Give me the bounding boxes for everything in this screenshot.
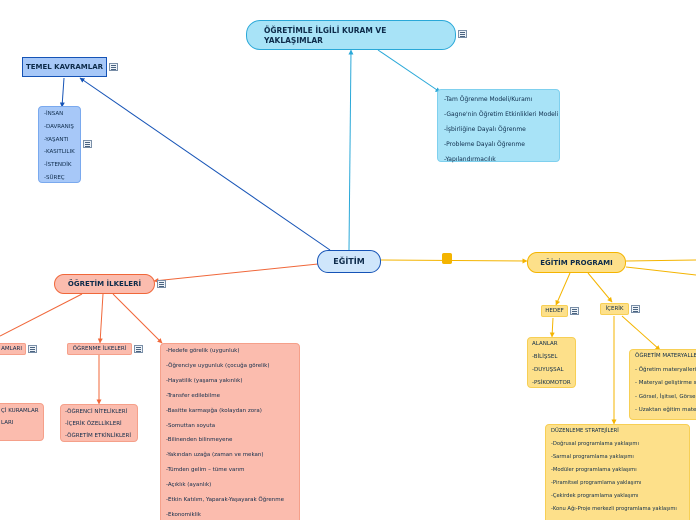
link-program-right1 <box>625 259 696 262</box>
ilkeler-left-menu-icon[interactable] <box>28 345 37 353</box>
ilkeler-title: ÖĞRETİM İLKELERİ <box>67 280 142 288</box>
temel-item: -KASITLILIK <box>44 149 75 156</box>
link-handle[interactable] <box>442 253 452 264</box>
center-node[interactable]: EĞİTİM <box>317 250 381 273</box>
kuram-title-line1: ÖĞRETİMLE İLGİLİ KURAM VE <box>264 26 387 35</box>
kuram-item: -Gagne'nin Öğretim Etkinlikleri Modeli <box>444 111 559 118</box>
link-hedef-list <box>549 317 555 338</box>
temel-item: -İNSAN <box>44 111 64 117</box>
kuram-title-line2: YAKLAŞIMLAR <box>264 36 323 45</box>
link-ilkeler-list <box>112 293 163 344</box>
temel-list[interactable]: -İNSAN -DAVRANIŞ -YAŞANTI -KASITLILIK -İ… <box>38 106 81 183</box>
kuram-item: -Yapılandırmacılık <box>444 156 496 163</box>
ilke-item: -Ekonomiklik <box>166 511 201 518</box>
ilke-item: -Basitte karmaşığa (kolaydan zora) <box>166 407 262 414</box>
ilke-item: -Bilinenden bilinmeyene <box>166 437 233 444</box>
duzenleme-item: -Piramitsel programlama yaklaşımı <box>551 480 642 486</box>
ilke-item: -Yakından uzağa (zaman ve mekan) <box>166 452 264 459</box>
temel-item: -DAVRANIŞ <box>44 123 74 130</box>
duzenleme-list[interactable]: DÜZENLEME STRATEJİLERİ -Doğrusal program… <box>545 424 690 520</box>
ogrenme-menu-icon[interactable] <box>134 345 143 353</box>
hedef-menu-icon[interactable] <box>570 307 579 315</box>
link-ilkeler-ogrenme <box>97 293 104 344</box>
ogrenme-item: -ÖĞRENCİ NİTELİKLERİ <box>65 409 128 415</box>
hedef-item: -BİLİŞSEL <box>532 354 558 360</box>
link-icerik-materyal <box>621 315 661 351</box>
ogrenme-item: -ÖĞRETİM ETKİNLİKLERİ <box>65 433 131 439</box>
link-center-ilkeler <box>153 263 319 284</box>
ilkeler-left-item: LARI <box>1 420 14 426</box>
kuram-list[interactable]: -Tam Öğrenme Modeli/Kuramı -Gagne'nin Öğ… <box>437 89 560 163</box>
duzenleme-item: -Sarmal programlama yaklaşımı <box>551 454 634 460</box>
hedef-label: HEDEF <box>545 308 564 314</box>
materyal-item: - Öğretim materyalleri <box>635 366 696 373</box>
ilkeler-left-item: Çİ KURAMLAR <box>1 408 39 414</box>
ogrenme-list[interactable]: -ÖĞRENCİ NİTELİKLERİ -İÇERİK ÖZELLİKLERİ… <box>60 404 138 442</box>
ilkeler-left-label: AMLARI <box>1 346 22 352</box>
ilkeler-list[interactable]: -Hedefe görelik (uygunluk) -Öğrenciye uy… <box>160 343 300 520</box>
duzenleme-item: -Modüler programlama yaklaşımı <box>551 467 637 473</box>
duzenleme-item: -Konu Ağı-Proje merkezli programlama yak… <box>551 506 677 512</box>
hedef-node[interactable]: HEDEF <box>541 305 568 317</box>
link-ilkeler-left <box>0 293 83 337</box>
ilkeler-left-list[interactable]: Çİ KURAMLAR LARI <box>0 403 44 441</box>
kuram-node[interactable]: ÖĞRETİMLE İLGİLİ KURAM VE YAKLAŞIMLAR <box>246 20 456 50</box>
temel-menu-icon[interactable] <box>109 63 118 71</box>
temel-title: TEMEL KAVRAMLAR <box>25 63 104 71</box>
ogrenme-item: -İÇERİK ÖZELLİKLERİ <box>65 421 122 427</box>
ilke-item: -Tümden gelim – tüme varım <box>166 467 245 474</box>
center-label: EĞİTİM <box>333 257 365 266</box>
materyal-item: - Görsel, İşitsel, Görse <box>635 393 696 400</box>
ilke-item: -Somuttan soyuta <box>166 422 216 429</box>
program-node[interactable]: EĞİTİM PROGRAMI <box>527 252 626 273</box>
link-center-temel <box>79 77 331 251</box>
duzenleme-item: -Çekirdek programlama yaklaşımı <box>551 493 639 499</box>
link-program-hedef <box>555 272 571 306</box>
temel-node[interactable]: TEMEL KAVRAMLAR <box>22 57 107 77</box>
link-center-kuram <box>348 49 354 251</box>
icerik-label: İÇERİK <box>605 306 624 312</box>
ilke-item: -Öğrenciye uygunluk (çocuğa görelik) <box>166 362 270 369</box>
temel-list-menu-icon[interactable] <box>83 140 92 148</box>
ilke-item: -Hedefe görelik (uygunluk) <box>166 348 240 354</box>
ogrenme-node[interactable]: ÖĞRENME İLKELERİ <box>67 343 132 355</box>
ilke-item: -Hayatilik (yaşama yakınlık) <box>166 377 243 384</box>
materyal-item: - Materyal geliştirme s <box>635 380 696 386</box>
ilke-item: -Etkin Katılım, Yaparak-Yaşayarak Öğrenm… <box>166 497 284 504</box>
ogrenme-title: ÖĞRENME İLKELERİ <box>72 346 127 352</box>
icerik-menu-icon[interactable] <box>631 305 640 313</box>
temel-item: -SÜREÇ <box>44 174 65 181</box>
kuram-item: -Probleme Dayalı Öğrenme <box>444 141 525 148</box>
hedef-item: ALANLAR <box>532 341 558 347</box>
ilke-item: -Açıklık (ayanlık) <box>166 482 212 489</box>
ilkeler-menu-icon[interactable] <box>157 280 166 288</box>
link-program-icerik <box>587 272 613 303</box>
temel-item: -YAŞANTI <box>44 136 69 143</box>
ilkeler-left-node[interactable]: AMLARI <box>0 343 26 355</box>
link-program-right2 <box>625 266 696 276</box>
duzenleme-item: -Doğrusal programlama yaklaşımı <box>551 441 639 447</box>
temel-item: -İSTENDİK <box>44 162 72 169</box>
materyal-title: ÖĞRETİM MATERYALLE <box>635 353 696 359</box>
icerik-node[interactable]: İÇERİK <box>600 303 629 315</box>
materyal-list[interactable]: ÖĞRETİM MATERYALLE - Öğretim materyaller… <box>629 349 696 420</box>
ilke-item: -Transfer edilebilme <box>166 392 220 399</box>
hedef-item: -DUYUŞSAL <box>532 367 564 373</box>
materyal-item: - Uzaktan eğitim mate <box>635 407 696 413</box>
link-temel-list <box>59 77 65 108</box>
kuram-item: -İşbirliğine Dayalı Öğrenme <box>444 126 526 133</box>
hedef-list[interactable]: ALANLAR -BİLİŞSEL -DUYUŞSAL -PSİKOMOTOR <box>527 337 576 388</box>
program-title: EĞİTİM PROGRAMI <box>540 259 613 267</box>
kuram-item: -Tam Öğrenme Modeli/Kuramı <box>444 96 533 103</box>
duzenleme-title: DÜZENLEME STRATEJİLERİ <box>551 428 619 434</box>
kuram-menu-icon[interactable] <box>458 30 467 38</box>
link-center-program <box>380 258 528 264</box>
link-kuram-list <box>377 49 441 93</box>
ilkeler-node[interactable]: ÖĞRETİM İLKELERİ <box>54 274 155 294</box>
hedef-item: -PSİKOMOTOR <box>532 380 571 386</box>
